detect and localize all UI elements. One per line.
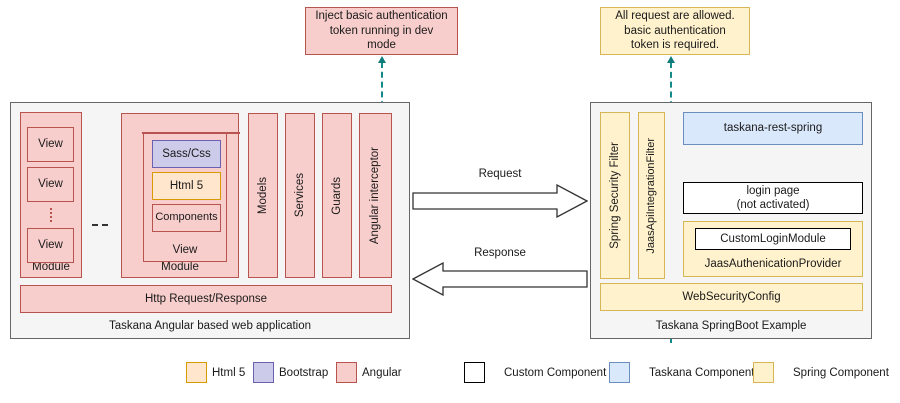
login-page-line1: login page xyxy=(746,184,800,197)
module-b-view-label: View xyxy=(172,243,198,256)
module-a-label: Module xyxy=(32,260,70,273)
column-guards-label: Guards xyxy=(330,176,343,215)
arrow-request-icon xyxy=(412,184,588,218)
column-services: Services xyxy=(285,113,315,278)
legend-swatch-angular xyxy=(336,362,357,383)
callout-left-line2: token running in dev xyxy=(329,24,434,37)
left-panel-caption: Taskana Angular based web application xyxy=(108,320,312,332)
right-panel-caption: Taskana SpringBoot Example xyxy=(655,320,807,332)
module-b-label: Module xyxy=(161,260,199,273)
module-a-vertical-ellipsis-icon xyxy=(50,208,52,222)
module-a-view-1: View xyxy=(27,127,74,162)
taskana-rest-spring-label: taskana-rest-spring xyxy=(723,122,823,135)
web-security-config-label: WebSecurityConfig xyxy=(682,290,781,303)
column-models-label: Models xyxy=(256,176,269,215)
callout-left-line1: Inject basic authentication xyxy=(315,10,448,23)
callout-left: Inject basic authentication token runnin… xyxy=(305,7,458,55)
filter-jaas-api-integration: JaasApiIntegrationFilter xyxy=(638,112,665,279)
custom-login-module-box: CustomLoginModule xyxy=(695,228,851,250)
module-b-item-html5-label: Html 5 xyxy=(169,179,204,192)
legend-label-taskana-component: Taskana Component xyxy=(649,366,755,379)
legend-item-custom-component: Custom Component xyxy=(464,362,606,383)
legend-item-bootstrap: Bootstrap xyxy=(253,362,328,383)
module-b-item-components: Components xyxy=(152,204,221,232)
filter-spring-security: Spring Security Filter xyxy=(600,112,630,279)
callout-right-line2: basic authentication xyxy=(624,24,726,37)
module-b-item-sass-css-label: Sass/Css xyxy=(162,147,211,160)
arrow-response-label: Response xyxy=(474,247,526,259)
callout-right: All request are allowed. basic authentic… xyxy=(600,7,750,55)
jaas-authentication-provider-label: JaasAuthenicationProvider xyxy=(704,257,842,270)
connector-left-dashed-line xyxy=(381,62,383,117)
http-request-response-label: Http Request/Response xyxy=(144,292,268,305)
legend-swatch-spring-component xyxy=(753,362,774,383)
taskana-rest-spring-box: taskana-rest-spring xyxy=(683,112,863,145)
legend-label-angular: Angular xyxy=(362,366,402,379)
connector-right-arrowhead-icon xyxy=(667,56,675,63)
module-a-view-2-label: View xyxy=(38,178,63,191)
module-a-view-2: View xyxy=(27,167,74,202)
module-a-view-1-label: View xyxy=(38,138,63,151)
legend-item-angular: Angular xyxy=(336,362,402,383)
module-b-item-html5: Html 5 xyxy=(152,172,221,200)
callout-right-line3: token is required. xyxy=(630,39,720,52)
column-angular-interceptor-label: Angular interceptor xyxy=(369,146,382,245)
login-page-box: login page (not activated) xyxy=(683,182,863,214)
column-models: Models xyxy=(248,113,278,278)
module-b-item-sass-css: Sass/Css xyxy=(152,140,221,168)
callout-left-line3: mode xyxy=(367,39,396,52)
custom-login-module-label: CustomLoginModule xyxy=(720,232,826,245)
web-security-config-box: WebSecurityConfig xyxy=(600,283,863,311)
legend-swatch-bootstrap xyxy=(253,362,274,383)
filter-spring-security-label: Spring Security Filter xyxy=(608,142,621,249)
legend-label-html5: Html 5 xyxy=(212,366,246,379)
legend-swatch-custom-component xyxy=(464,362,485,383)
arrow-request-label: Request xyxy=(478,168,522,180)
connector-left-arrowhead-icon xyxy=(378,56,386,63)
legend-label-spring-component: Spring Component xyxy=(793,366,889,379)
arrow-response-icon xyxy=(412,262,588,296)
column-services-label: Services xyxy=(293,173,306,218)
login-page-line2: (not activated) xyxy=(736,199,810,211)
legend-label-bootstrap: Bootstrap xyxy=(279,366,329,379)
module-a-view-3: View xyxy=(27,228,74,263)
http-request-response-bar: Http Request/Response xyxy=(20,285,392,313)
module-b-item-components-label: Components xyxy=(155,211,218,224)
legend-item-html5: Html 5 xyxy=(186,362,245,383)
legend-item-spring-component: Spring Component xyxy=(753,362,889,383)
legend-swatch-taskana-component xyxy=(609,362,630,383)
column-guards: Guards xyxy=(322,113,352,278)
legend-swatch-html5 xyxy=(186,362,207,383)
callout-right-line1: All request are allowed. xyxy=(615,10,735,23)
filter-jaas-api-integration-label: JaasApiIntegrationFilter xyxy=(644,137,657,254)
legend-item-taskana-component: Taskana Component xyxy=(609,362,754,383)
modules-separator-ellipsis-icon xyxy=(92,224,108,226)
module-a-view-3-label: View xyxy=(38,239,63,252)
column-angular-interceptor: Angular interceptor xyxy=(359,113,392,278)
legend-label-custom-component: Custom Component xyxy=(504,366,607,379)
